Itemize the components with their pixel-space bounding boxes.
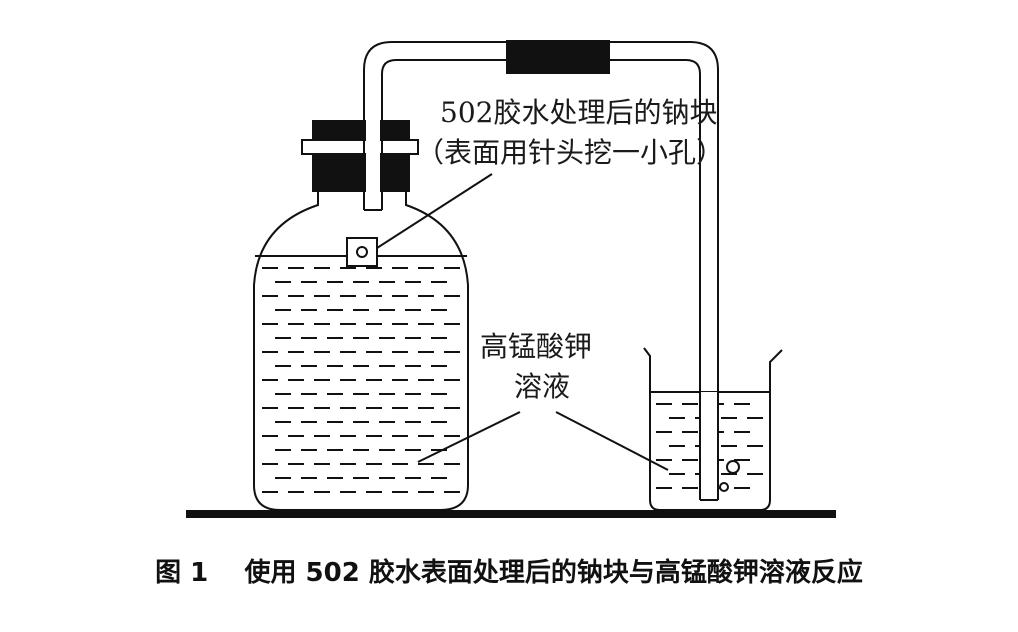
- kmno4-label-solution: 溶液: [514, 370, 571, 403]
- kmno4-label: 高锰酸钾: [480, 330, 593, 363]
- reagent-bottle: [253, 190, 469, 511]
- table-base: [186, 510, 836, 518]
- sodium-block-note: （表面用针头挖一小孔）: [416, 136, 725, 169]
- bottle-stopper: [312, 120, 410, 192]
- gas-bubble: [726, 460, 740, 474]
- figure-number: 图 1: [155, 558, 209, 588]
- leader-sodium: [376, 173, 493, 249]
- bottle-liquid-dashes: [262, 267, 460, 493]
- beaker: [643, 347, 783, 511]
- gas-bubble: [719, 482, 729, 492]
- rubber-connector: [506, 40, 610, 74]
- leader-kmno4-beaker: [555, 411, 669, 471]
- figure-caption-text: 使用 502 胶水表面处理后的钠块与高锰酸钾溶液反应: [244, 558, 863, 588]
- leader-kmno4-bottle: [417, 411, 521, 463]
- bottle-neck-collar: [301, 139, 419, 155]
- sodium-block-label: 502胶水处理后的钠块: [440, 96, 718, 129]
- figure-caption: 图 1 使用 502 胶水表面处理后的钠块与高锰酸钾溶液反应: [0, 556, 1018, 590]
